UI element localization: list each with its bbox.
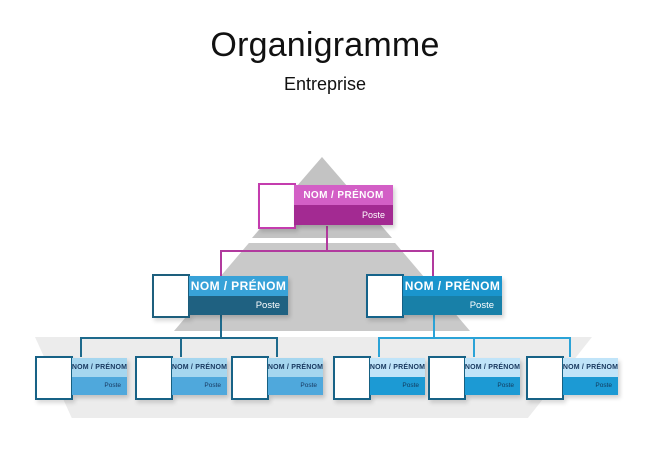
top-node-photo-placeholder[interactable] bbox=[258, 183, 296, 229]
page-title: Organigramme bbox=[210, 26, 440, 64]
connector-left-drop-1 bbox=[80, 337, 82, 357]
connector-right-vertical bbox=[433, 315, 435, 337]
connector-top-drop-left bbox=[220, 250, 222, 276]
manager-right-photo-placeholder[interactable] bbox=[366, 274, 404, 318]
employee-1-node[interactable]: NOM / PRÉNOM Poste bbox=[72, 358, 127, 395]
connector-top-drop-right bbox=[432, 250, 434, 276]
manager-right-name: NOM / PRÉNOM bbox=[403, 276, 502, 296]
connector-top-vertical bbox=[326, 226, 328, 250]
top-node[interactable]: NOM / PRÉNOM Poste bbox=[294, 185, 393, 225]
employee-5-name: NOM / PRÉNOM bbox=[465, 358, 520, 377]
employee-6-name: NOM / PRÉNOM bbox=[563, 358, 618, 377]
connector-right-drop-2 bbox=[473, 337, 475, 357]
top-node-name: NOM / PRÉNOM bbox=[294, 185, 393, 205]
manager-left-name: NOM / PRÉNOM bbox=[189, 276, 288, 296]
connector-left-horizontal bbox=[80, 337, 278, 339]
connector-right-drop-3 bbox=[569, 337, 571, 357]
employee-2-role: Poste bbox=[172, 376, 227, 395]
employee-4-role: Poste bbox=[370, 376, 425, 395]
page-subtitle: Entreprise bbox=[283, 74, 367, 94]
connector-right-drop-1 bbox=[378, 337, 380, 357]
employee-6-photo-placeholder[interactable] bbox=[526, 356, 564, 400]
connector-left-drop-3 bbox=[276, 337, 278, 357]
employee-6-node[interactable]: NOM / PRÉNOM Poste bbox=[563, 358, 618, 395]
employee-1-photo-placeholder[interactable] bbox=[35, 356, 73, 400]
employee-3-photo-placeholder[interactable] bbox=[231, 356, 269, 400]
manager-left-node[interactable]: NOM / PRÉNOM Poste bbox=[189, 276, 288, 315]
connector-left-vertical bbox=[220, 315, 222, 337]
manager-right-node[interactable]: NOM / PRÉNOM Poste bbox=[403, 276, 502, 315]
manager-left-photo-placeholder[interactable] bbox=[152, 274, 190, 318]
employee-2-photo-placeholder[interactable] bbox=[135, 356, 173, 400]
employee-4-name: NOM / PRÉNOM bbox=[370, 358, 425, 377]
employee-3-role: Poste bbox=[268, 376, 323, 395]
employee-1-name: NOM / PRÉNOM bbox=[72, 358, 127, 377]
connector-top-horizontal bbox=[220, 250, 434, 252]
employee-1-role: Poste bbox=[72, 376, 127, 395]
employee-5-photo-placeholder[interactable] bbox=[428, 356, 466, 400]
manager-right-role: Poste bbox=[403, 295, 502, 315]
employee-2-node[interactable]: NOM / PRÉNOM Poste bbox=[172, 358, 227, 395]
employee-4-photo-placeholder[interactable] bbox=[333, 356, 371, 400]
employee-5-node[interactable]: NOM / PRÉNOM Poste bbox=[465, 358, 520, 395]
connector-left-drop-2 bbox=[180, 337, 182, 357]
employee-6-role: Poste bbox=[563, 376, 618, 395]
employee-5-role: Poste bbox=[465, 376, 520, 395]
employee-3-name: NOM / PRÉNOM bbox=[268, 358, 323, 377]
employee-3-node[interactable]: NOM / PRÉNOM Poste bbox=[268, 358, 323, 395]
employee-2-name: NOM / PRÉNOM bbox=[172, 358, 227, 377]
manager-left-role: Poste bbox=[189, 295, 288, 315]
top-node-role: Poste bbox=[294, 205, 393, 225]
employee-4-node[interactable]: NOM / PRÉNOM Poste bbox=[370, 358, 425, 395]
